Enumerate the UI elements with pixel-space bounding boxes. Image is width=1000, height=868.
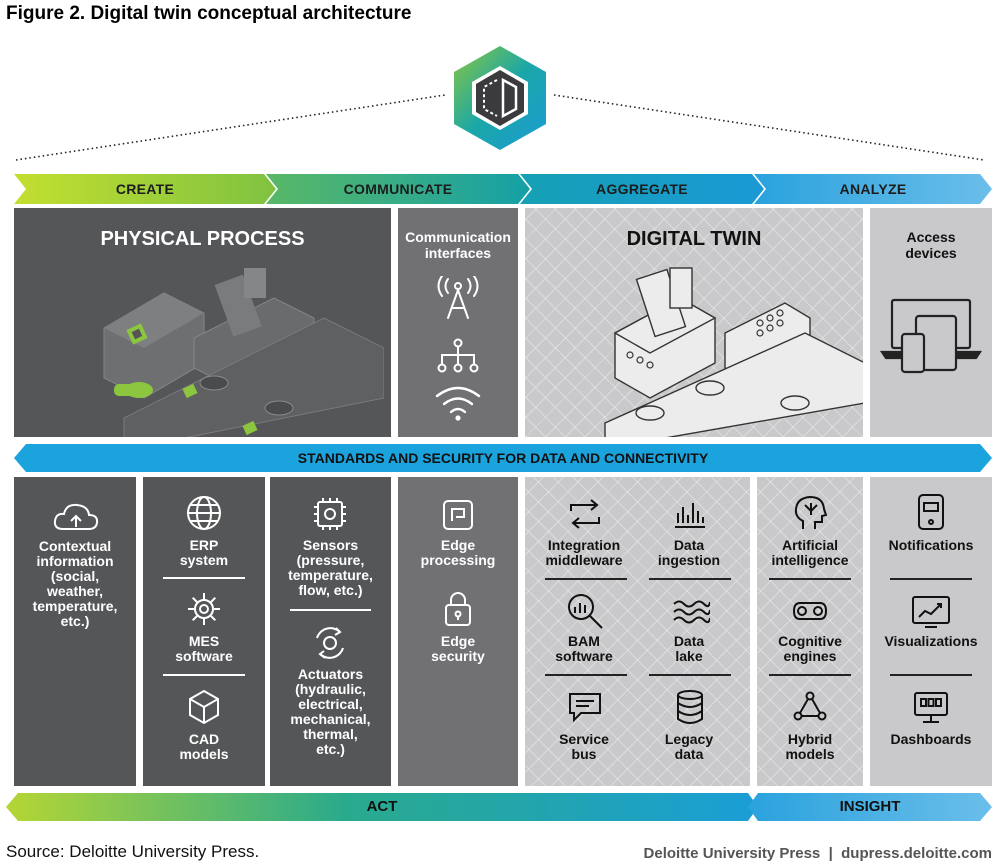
antenna-tower-icon [437, 276, 479, 319]
gear-icon [188, 593, 220, 625]
cloud-upload-icon [53, 503, 99, 530]
divider [890, 578, 972, 580]
physical-machine-illustration [103, 268, 384, 437]
notification-phone-icon [918, 494, 944, 530]
access-devices-title: Access devices [905, 229, 957, 261]
visualizations-label: Visualizations [884, 633, 978, 649]
data-lake-label: Data lake [673, 633, 705, 664]
digital-twin-title: DIGITAL TWIN [626, 228, 762, 250]
communication-interfaces-panel: Communication interfaces [398, 208, 518, 437]
phase-communicate: COMMUNICATE [266, 174, 530, 204]
mes-software-label: MES software [175, 633, 233, 664]
data-ingestion-label: Data ingestion [657, 537, 721, 568]
sensors-label: Sensors (pressure, temperature, flow, et… [288, 537, 373, 598]
bam-software-label: BAM software [555, 633, 613, 664]
insight-outputs-panel: Notifications Visualizations Dashboards [870, 477, 992, 786]
hybrid-model-network-icon [793, 691, 827, 721]
divider [545, 674, 627, 676]
integration-arrows-icon [570, 499, 600, 529]
insight-label: INSIGHT [839, 798, 901, 815]
edge-processing-icon [443, 500, 473, 530]
divider [290, 609, 371, 611]
access-devices-panel: Access devices [870, 208, 992, 437]
digital-twin-panel: DIGITAL TWIN [525, 208, 863, 437]
act-bar: ACT [6, 793, 758, 821]
actuators-label: Actuators (hydraulic, electrical, mechan… [290, 666, 371, 757]
source-note: Source: Deloitte University Press. [6, 842, 260, 861]
contextual-information-panel: Contextual information (social, weather,… [14, 477, 136, 786]
physical-process-title: PHYSICAL PROCESS [100, 228, 305, 250]
contextual-information-label: Contextual information (social, weather,… [32, 538, 118, 629]
data-ingestion-bars-icon [675, 503, 705, 528]
divider [769, 578, 851, 580]
database-icon [677, 690, 703, 724]
integration-middleware-label: Integration middleware [545, 537, 623, 568]
legacy-data-label: Legacy data [664, 731, 714, 762]
brain-head-icon [794, 495, 827, 529]
divider [769, 674, 851, 676]
divider [163, 577, 245, 579]
divider [545, 578, 627, 580]
digital-twin-machine-illustration [604, 267, 863, 437]
act-label: ACT [366, 798, 398, 815]
phase-analyze-label: ANALYZE [839, 181, 907, 197]
magnifier-chart-icon [568, 594, 603, 629]
visualization-chart-icon [912, 596, 950, 628]
edge-panel: Edge processing Edge security [398, 477, 518, 786]
globe-icon [187, 496, 221, 530]
devices-icon [880, 298, 982, 374]
divider [163, 674, 245, 676]
analyze-panel: Artificial intelligence Cognitive engine… [757, 477, 863, 786]
standards-security-label: STANDARDS AND SECURITY FOR DATA AND CONN… [297, 450, 709, 466]
digital-twin-hexagon-logo [15, 46, 985, 161]
physical-process-panel: PHYSICAL PROCESS [14, 208, 391, 437]
divider [649, 674, 731, 676]
data-lake-waves-icon [673, 600, 710, 624]
enterprise-systems-panel: ERP system MES software CAD models [143, 477, 265, 786]
divider [890, 674, 972, 676]
aggregate-panel: Integration middleware Data ingestion BA… [525, 477, 750, 786]
edge-processing-label: Edge processing [420, 537, 496, 568]
communication-interfaces-title: Communication interfaces [405, 229, 511, 261]
sensors-actuators-panel: Sensors (pressure, temperature, flow, et… [270, 477, 391, 786]
phase-analyze: ANALYZE [754, 174, 992, 204]
notifications-label: Notifications [888, 537, 974, 553]
figure-title: Figure 2. Digital twin conceptual archit… [6, 3, 412, 24]
hybrid-models-label: Hybrid models [785, 731, 835, 762]
network-hierarchy-icon [437, 338, 479, 373]
phase-communicate-label: COMMUNICATE [343, 181, 453, 197]
insight-bar: INSIGHT [748, 793, 992, 821]
cognitive-engine-icon [792, 602, 828, 620]
credit-line: Deloitte University Press | dupress.delo… [643, 845, 992, 862]
divider [649, 578, 731, 580]
padlock-icon [445, 592, 471, 626]
dashboards-label: Dashboards [890, 731, 972, 747]
edge-security-label: Edge security [431, 633, 485, 664]
phase-create: CREATE [14, 174, 276, 204]
dashboard-monitor-icon [914, 692, 948, 723]
phase-create-label: CREATE [115, 181, 175, 197]
standards-security-banner: STANDARDS AND SECURITY FOR DATA AND CONN… [14, 444, 992, 472]
cognitive-engines-label: Cognitive engines [778, 633, 842, 664]
service-bus-message-icon [569, 693, 601, 723]
cube-icon [189, 689, 219, 725]
artificial-intelligence-label: Artificial intelligence [771, 537, 849, 568]
phase-aggregate: AGGREGATE [520, 174, 764, 204]
erp-system-label: ERP system [179, 537, 229, 568]
wifi-icon [435, 386, 481, 421]
service-bus-label: Service bus [559, 731, 609, 762]
sensor-chip-icon [314, 498, 346, 530]
phase-aggregate-label: AGGREGATE [596, 181, 688, 197]
cad-models-label: CAD models [179, 731, 229, 762]
actuator-rotate-icon [316, 627, 344, 659]
